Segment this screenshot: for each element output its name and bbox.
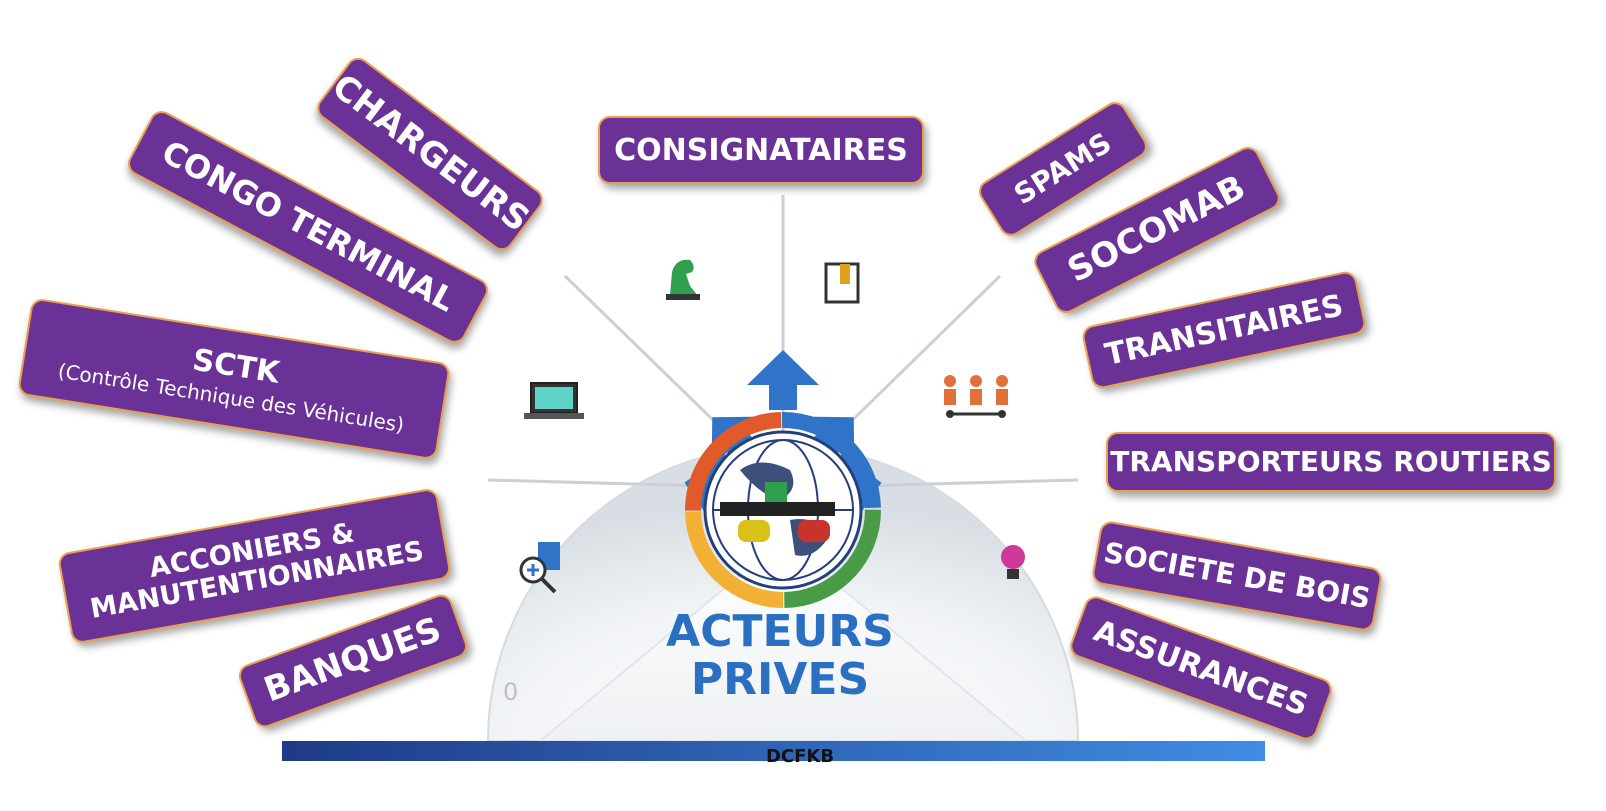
label-text: TRANSPORTEURS ROUTIERS <box>1110 444 1552 478</box>
title-line-2: PRIVES <box>690 654 870 706</box>
chess-knight-icon <box>666 259 700 300</box>
people-network-icon <box>944 375 1008 418</box>
book-icon <box>824 262 860 304</box>
label-transporteurs-routiers: TRANSPORTEURS ROUTIERS <box>1106 432 1556 492</box>
globe-logo <box>685 412 881 608</box>
label-consignataires: CONSIGNATAIRES <box>598 116 924 184</box>
lightbulb-icon <box>1001 545 1025 579</box>
center-title: ACTEURS PRIVES <box>610 606 950 706</box>
search-document-icon <box>519 542 560 594</box>
footer-text: DCFKB <box>765 746 835 767</box>
label-text: CONSIGNATAIRES <box>614 132 908 168</box>
laptop-icon <box>524 382 584 419</box>
title-line-1: ACTEURS <box>666 606 894 657</box>
stray-character: 0 <box>503 678 519 706</box>
footer-bar <box>282 741 1265 761</box>
